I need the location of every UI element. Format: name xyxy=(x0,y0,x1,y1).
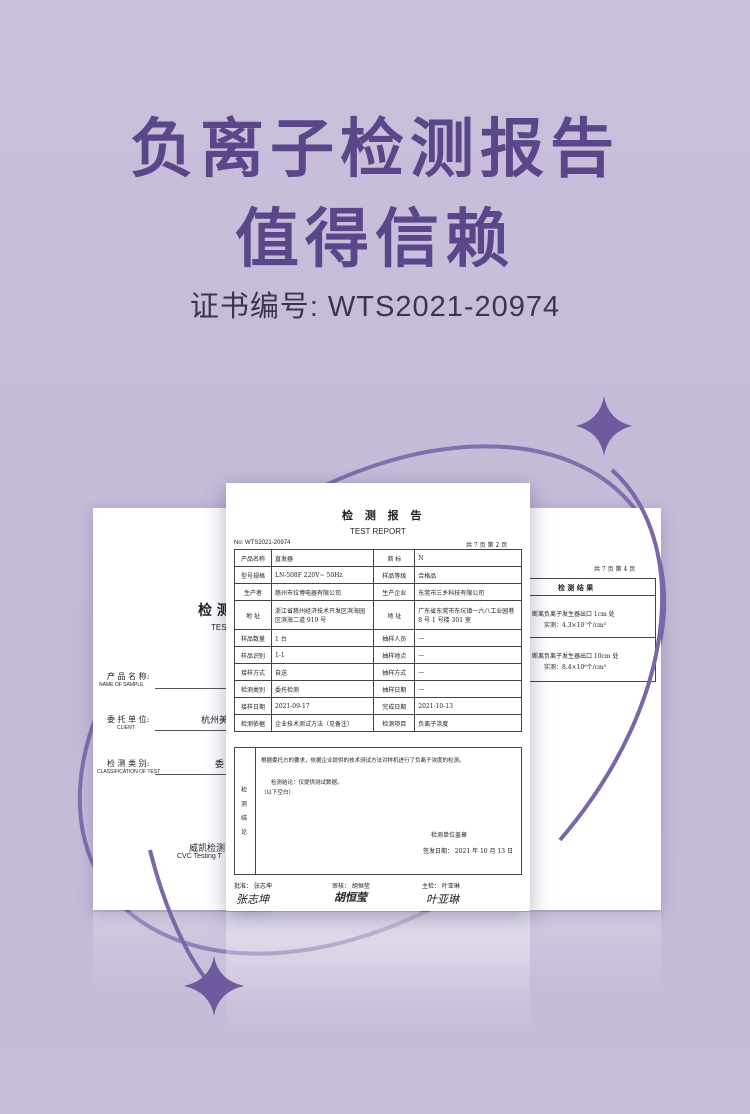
right-result-1: 断离负离子发生器出口 1cm 处 xyxy=(532,611,615,618)
left-field-line xyxy=(155,730,268,731)
center-approver: 批准： 张志坤 xyxy=(234,883,272,890)
center-title-en: TEST REPORT xyxy=(350,527,406,536)
center-conclusion-divider xyxy=(255,748,256,874)
table-cell: 检测项目 xyxy=(373,714,416,732)
center-conclusion-box: 检 测 结 论 根据委托方的要求，依据企业提供的技术测试方法对样机进行了负离子浓… xyxy=(234,747,522,875)
right-result-1-value: 实测：4.3×10⁷个/cm³ xyxy=(544,622,607,629)
right-report-page: 共 7 页 第 4 页 检 测 结 果 断离负离子发生器出口 1cm 处 实测：… xyxy=(528,508,661,910)
center-conclusion-text: 根据委托方的要求，依据企业提供的技术测试方法对样机进行了负离子浓度的检测。 xyxy=(261,758,465,764)
table-cell: 负离子浓度 xyxy=(414,714,522,732)
left-field-label: 产 品 名 称: xyxy=(107,672,150,681)
left-field-value: 委 xyxy=(215,760,225,770)
center-report-page: 检 测 报 告 TEST REPORT No: WTS2021-20974 共 … xyxy=(226,483,530,911)
table-cell: 地 址 xyxy=(234,600,272,630)
left-org: 威凯检测 xyxy=(189,844,226,854)
left-field-label: 检 测 类 别: xyxy=(107,759,150,768)
table-cell: 企业技术测试方法（见备注） xyxy=(270,714,375,732)
headline-title: 负离子检测报告 xyxy=(130,112,620,187)
table-row: 检测类别委托检测抽样日期— xyxy=(234,680,522,698)
center-reflection xyxy=(226,912,530,1032)
left-field-line xyxy=(155,774,268,775)
right-results-header: 检 测 结 果 xyxy=(558,583,594,592)
left-field-label-en: CLIENT xyxy=(117,725,135,731)
center-reviewer: 审核： 胡恒莹 xyxy=(332,883,370,890)
right-result-2: 断离负离子发生器出口 10cm 处 xyxy=(532,653,619,660)
right-page-number: 共 7 页 第 4 页 xyxy=(594,566,636,573)
table-cell: 委托检测 xyxy=(270,680,375,698)
sparkle-star-icon xyxy=(576,396,632,456)
center-issue-date: 签发日期： 2021 年 10 月 13 日 xyxy=(423,848,513,855)
center-inspector: 主检： 叶亚琳 xyxy=(422,883,460,890)
right-results-table: 检 测 结 果 断离负离子发生器出口 1cm 处 实测：4.3×10⁷个/cm³… xyxy=(528,578,656,682)
center-conclusion-result: 检测结论：仅提供测试数据。 xyxy=(271,780,343,786)
center-conclusion-label: 检 测 结 论 xyxy=(241,787,248,836)
table-cell: 地 址 xyxy=(373,600,416,630)
right-results-header-row xyxy=(528,579,655,596)
sparkle-star-icon xyxy=(184,956,244,1016)
left-field-value: 杭州美 xyxy=(201,716,229,726)
left-title: 检 测 xyxy=(198,603,231,619)
center-report-number: No: WTS2021-20974 xyxy=(234,540,291,546)
center-seal: 检测单位盖章 xyxy=(431,832,468,839)
left-field-label-en: CLASSIFICATION OF TEST xyxy=(97,769,161,775)
table-row: 检测依据企业技术测试方法（见备注）检测项目负离子浓度 xyxy=(234,714,522,732)
certificate-number: 证书编号: WTS2021-20974 xyxy=(189,291,561,323)
right-result-2-value: 实测：8.4×10⁶个/cm³ xyxy=(544,664,607,671)
center-title: 检 测 报 告 xyxy=(342,509,426,522)
inspector-signature: 叶亚琳 xyxy=(426,893,459,906)
left-field-line xyxy=(155,688,268,689)
approver-signature: 张志坤 xyxy=(236,893,269,906)
left-field-label: 委 托 单 位: xyxy=(107,715,150,724)
center-page-number: 共 7 页 第 2 页 xyxy=(466,542,508,549)
table-cell: 广东省东莞市东坑镇一六八工业园巷 8 号 1 号楼 301 室 xyxy=(414,600,522,630)
left-title-en: TEST xyxy=(211,623,232,632)
left-org-en: CVC Testing T xyxy=(177,853,222,860)
center-conclusion-blank: （以下空白） xyxy=(261,790,295,796)
left-field-label-en: NAME OF SAMPLE xyxy=(99,682,144,688)
right-results-divider xyxy=(528,637,655,638)
table-row: 生产者慈州市拉博电器有限公司生产企业东莞市三乡科技有限公司 xyxy=(234,583,522,601)
reviewer-signature: 胡恒莹 xyxy=(334,891,367,904)
headline-subtitle: 值得信赖 xyxy=(235,202,515,277)
